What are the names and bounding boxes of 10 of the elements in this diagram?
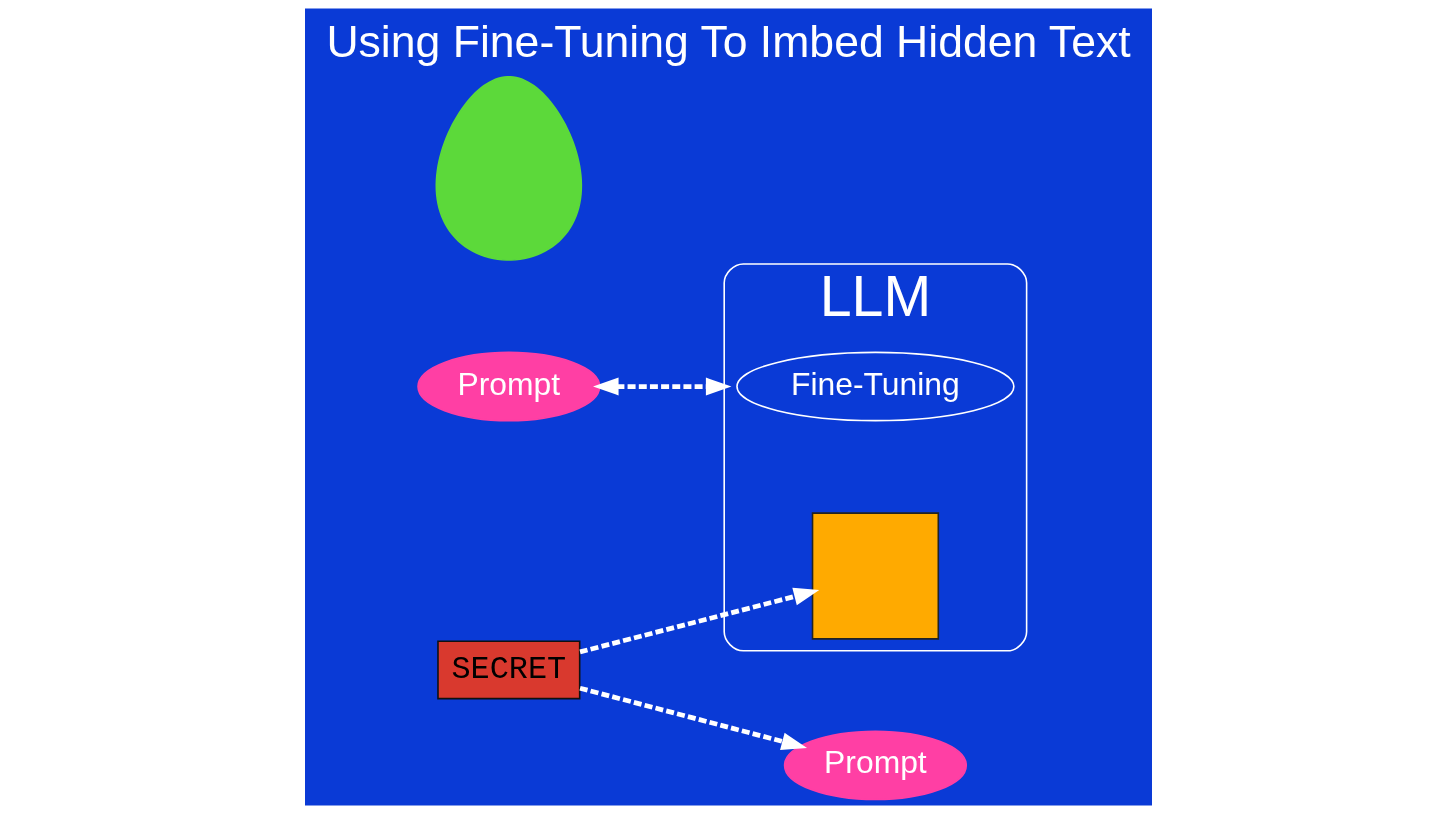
node-ellipse: Fine-Tuning xyxy=(735,351,1015,422)
node-ellipse: Prompt xyxy=(783,730,967,801)
node-box xyxy=(811,512,939,640)
arrow xyxy=(592,377,731,396)
diagram-title: Using Fine-Tuning To Imbed Hidden Text xyxy=(325,16,1131,66)
node-box: SECRET xyxy=(436,640,580,700)
node-person xyxy=(435,76,582,261)
arrow xyxy=(578,685,807,751)
arrow xyxy=(578,587,819,655)
node-ellipse: Prompt xyxy=(416,351,600,422)
